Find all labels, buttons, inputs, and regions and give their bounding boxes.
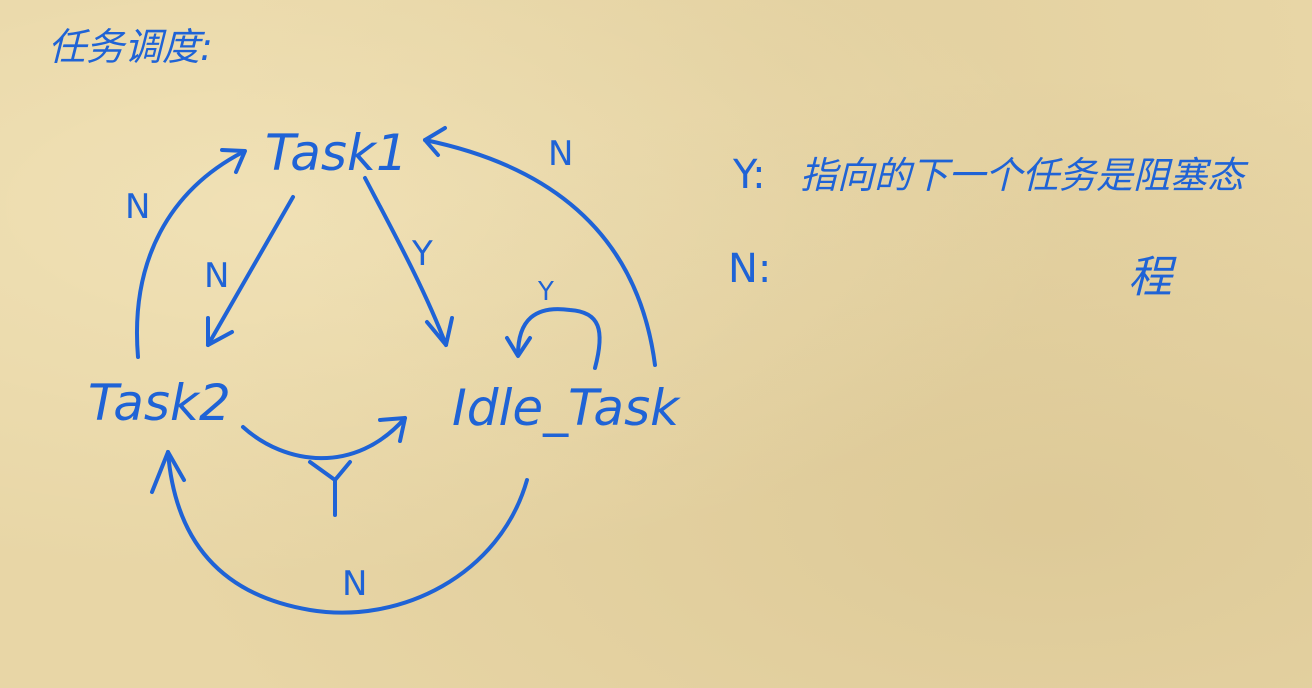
node-idle-task: Idle_Task	[452, 379, 681, 437]
arrowhead-idle-self	[505, 336, 532, 358]
node-task1: Task1	[265, 124, 408, 182]
edge-label-task2-to-task1: N	[125, 187, 150, 227]
edge-label-idle-to-task2: N	[342, 564, 367, 604]
diagram-title: 任务调度:	[48, 25, 213, 69]
edge-label-task1-to-idle: Y	[411, 234, 433, 274]
arrowhead-task2-to-idle	[378, 416, 407, 443]
legend-n-label: N:	[728, 246, 771, 292]
arrowhead-task1-to-task2	[206, 316, 234, 347]
edge-idle-self	[516, 307, 602, 370]
edge-label-idle-self: Y	[537, 277, 554, 307]
arrowhead-idle-to-task2	[150, 450, 186, 494]
legend-y-label: Y:	[732, 152, 766, 198]
legend-y-text: 指向的下一个任务是阻塞态	[800, 154, 1249, 197]
edge-task2-to-idle	[241, 416, 407, 460]
edge-task1-to-idle	[363, 176, 448, 347]
edge-label-marker-task2-to-idle	[308, 460, 352, 517]
edge-label-task2-to-idle: Y	[322, 509, 323, 511]
edge-task1-to-task2	[206, 195, 295, 347]
edge-idle-to-task2	[166, 450, 529, 615]
node-task2: Task2	[88, 374, 231, 432]
edge-idle-to-task1	[423, 138, 657, 367]
edge-label-task1-to-task2: N	[204, 256, 229, 296]
arrowhead-idle-to-task1	[423, 126, 447, 157]
edge-label-idle-to-task1: N	[548, 134, 573, 174]
legend-n-text: 程	[1128, 252, 1177, 303]
arrowhead-task1-to-idle	[425, 316, 454, 347]
edge-task2-to-task1	[135, 150, 245, 359]
arrowhead-task2-to-task1	[220, 148, 247, 174]
